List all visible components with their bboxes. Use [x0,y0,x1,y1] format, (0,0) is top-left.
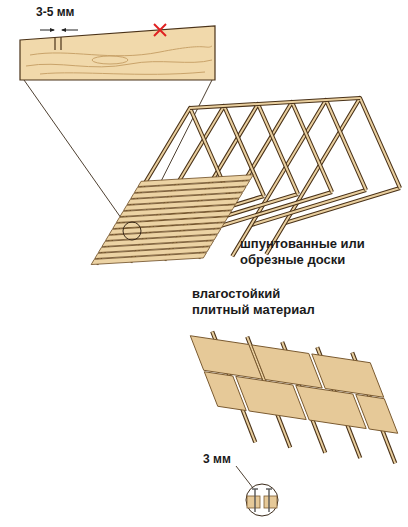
ridge-beam [190,98,360,108]
wood-knot [92,56,128,64]
rafter [266,98,400,254]
board-face [20,26,215,80]
panel-sheet [296,385,366,428]
nail [268,489,269,512]
red-cross [154,24,166,36]
red-cross [154,24,166,36]
nail [254,489,255,512]
arrow-head [61,28,66,32]
rafter [266,98,400,254]
board-sheathing [91,175,253,265]
panel-sheet [190,336,262,379]
rafter [232,100,366,256]
dimension-label: 3 мм [203,452,243,466]
material-label: влагостойкий плитный материал [192,286,330,317]
panel-sheathing [190,336,397,434]
gap-detail [236,466,278,516]
nail-head [252,488,258,489]
wood-grain [40,72,205,74]
panel-sheet [356,394,398,433]
board [138,175,253,187]
nail-head [266,488,272,489]
sheet-edge [247,496,260,508]
dimension-label: 3-5 мм [36,5,106,19]
panel-sheet [236,376,306,419]
ridge-beam [190,98,360,108]
callout-line [24,80,126,225]
rafter [232,100,366,256]
gap-mark [54,38,55,50]
detail-circle [246,484,278,516]
callout-circle [123,222,141,240]
arrow-head [50,28,55,32]
sheet-edge [264,496,277,508]
wood-grain [30,46,212,56]
gap-mark [60,37,61,50]
material-label: шпунтованные или обрезные доски [240,236,392,267]
leader-line [236,466,253,488]
